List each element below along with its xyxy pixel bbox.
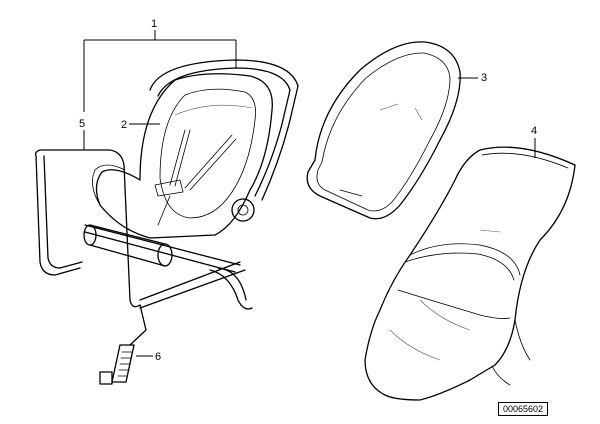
callout-2: 2 [121,119,127,131]
callout-1: 1 [151,18,157,30]
callout-4: 4 [531,125,537,137]
callout-6: 6 [155,351,161,363]
reference-number: 00065602 [498,402,548,416]
seat-cushion-insert [306,41,461,220]
callout-3: 3 [481,72,487,84]
callout-5: 5 [79,118,85,130]
callout-1-leader [83,30,237,112]
baby-seat-assembly [34,59,299,385]
footmuff [364,146,576,401]
